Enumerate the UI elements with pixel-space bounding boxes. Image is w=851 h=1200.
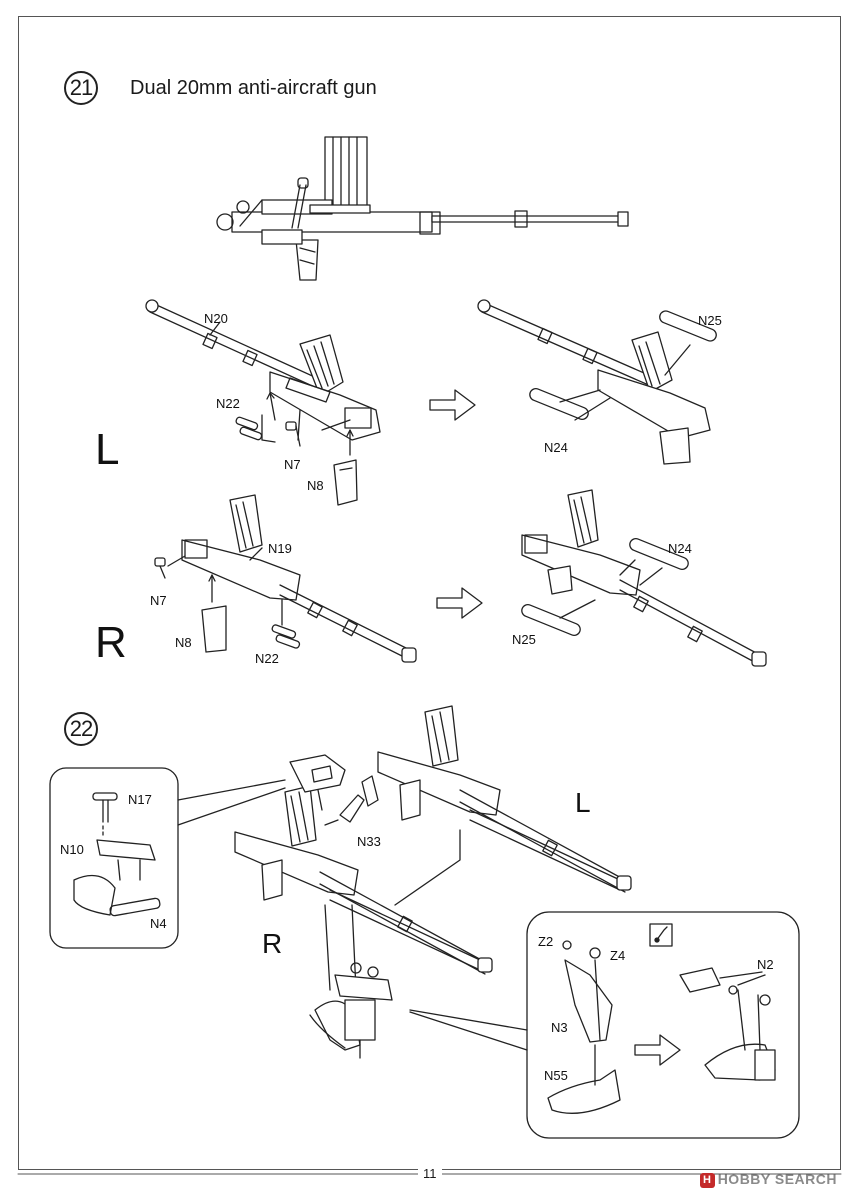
watermark-text: HOBBY SEARCH xyxy=(717,1171,837,1187)
gun-r-after xyxy=(521,489,767,667)
arrow-r xyxy=(436,587,483,619)
label-n17: N17 xyxy=(128,792,152,807)
label-n22-left: N22 xyxy=(216,396,240,411)
gun-side-view xyxy=(216,136,629,281)
side-label-r: R xyxy=(95,618,127,667)
step-22-number-text: 22 xyxy=(69,716,94,741)
label-n10: N10 xyxy=(60,842,84,857)
watermark-logo-icon: H xyxy=(699,1173,715,1188)
gun-r-before xyxy=(154,494,417,663)
label-z2: Z2 xyxy=(538,934,554,949)
label-n7-right: N7 xyxy=(150,593,167,608)
label-n25-left: N25 xyxy=(698,313,722,328)
gun-l-after xyxy=(477,299,717,465)
gun-l-before xyxy=(145,299,381,506)
label-n24-right: N24 xyxy=(668,541,692,556)
step-22-side-label-l: L xyxy=(575,787,591,818)
step-22-side-label-r: R xyxy=(262,928,283,959)
label-n8-left: N8 xyxy=(307,478,324,493)
detail-bubble-right xyxy=(409,911,800,1139)
label-n22-right: N22 xyxy=(255,651,279,666)
label-n24-left: N24 xyxy=(544,440,568,455)
step-21-title: Dual 20mm anti-aircraft gun xyxy=(130,77,377,99)
label-n25-right: N25 xyxy=(512,632,536,647)
step-21-number: 21 xyxy=(64,71,98,105)
label-n33: N33 xyxy=(357,834,381,849)
detail-bubble-left xyxy=(49,767,286,949)
mount-assembly xyxy=(234,705,632,1059)
page-number: 11 xyxy=(418,1166,442,1181)
step-21-number-text: 21 xyxy=(69,75,94,100)
label-n2: N2 xyxy=(757,957,774,972)
label-z4: Z4 xyxy=(610,948,626,963)
label-n55: N55 xyxy=(544,1068,568,1083)
side-label-l: L xyxy=(95,425,120,474)
step-22-number: 22 xyxy=(64,712,98,746)
label-n20: N20 xyxy=(204,311,228,326)
label-n3: N3 xyxy=(551,1020,568,1035)
label-n4: N4 xyxy=(150,916,167,931)
label-n8-right: N8 xyxy=(175,635,192,650)
arrow-l xyxy=(429,389,476,421)
label-n19: N19 xyxy=(268,541,292,556)
label-n7-left: N7 xyxy=(284,457,301,472)
